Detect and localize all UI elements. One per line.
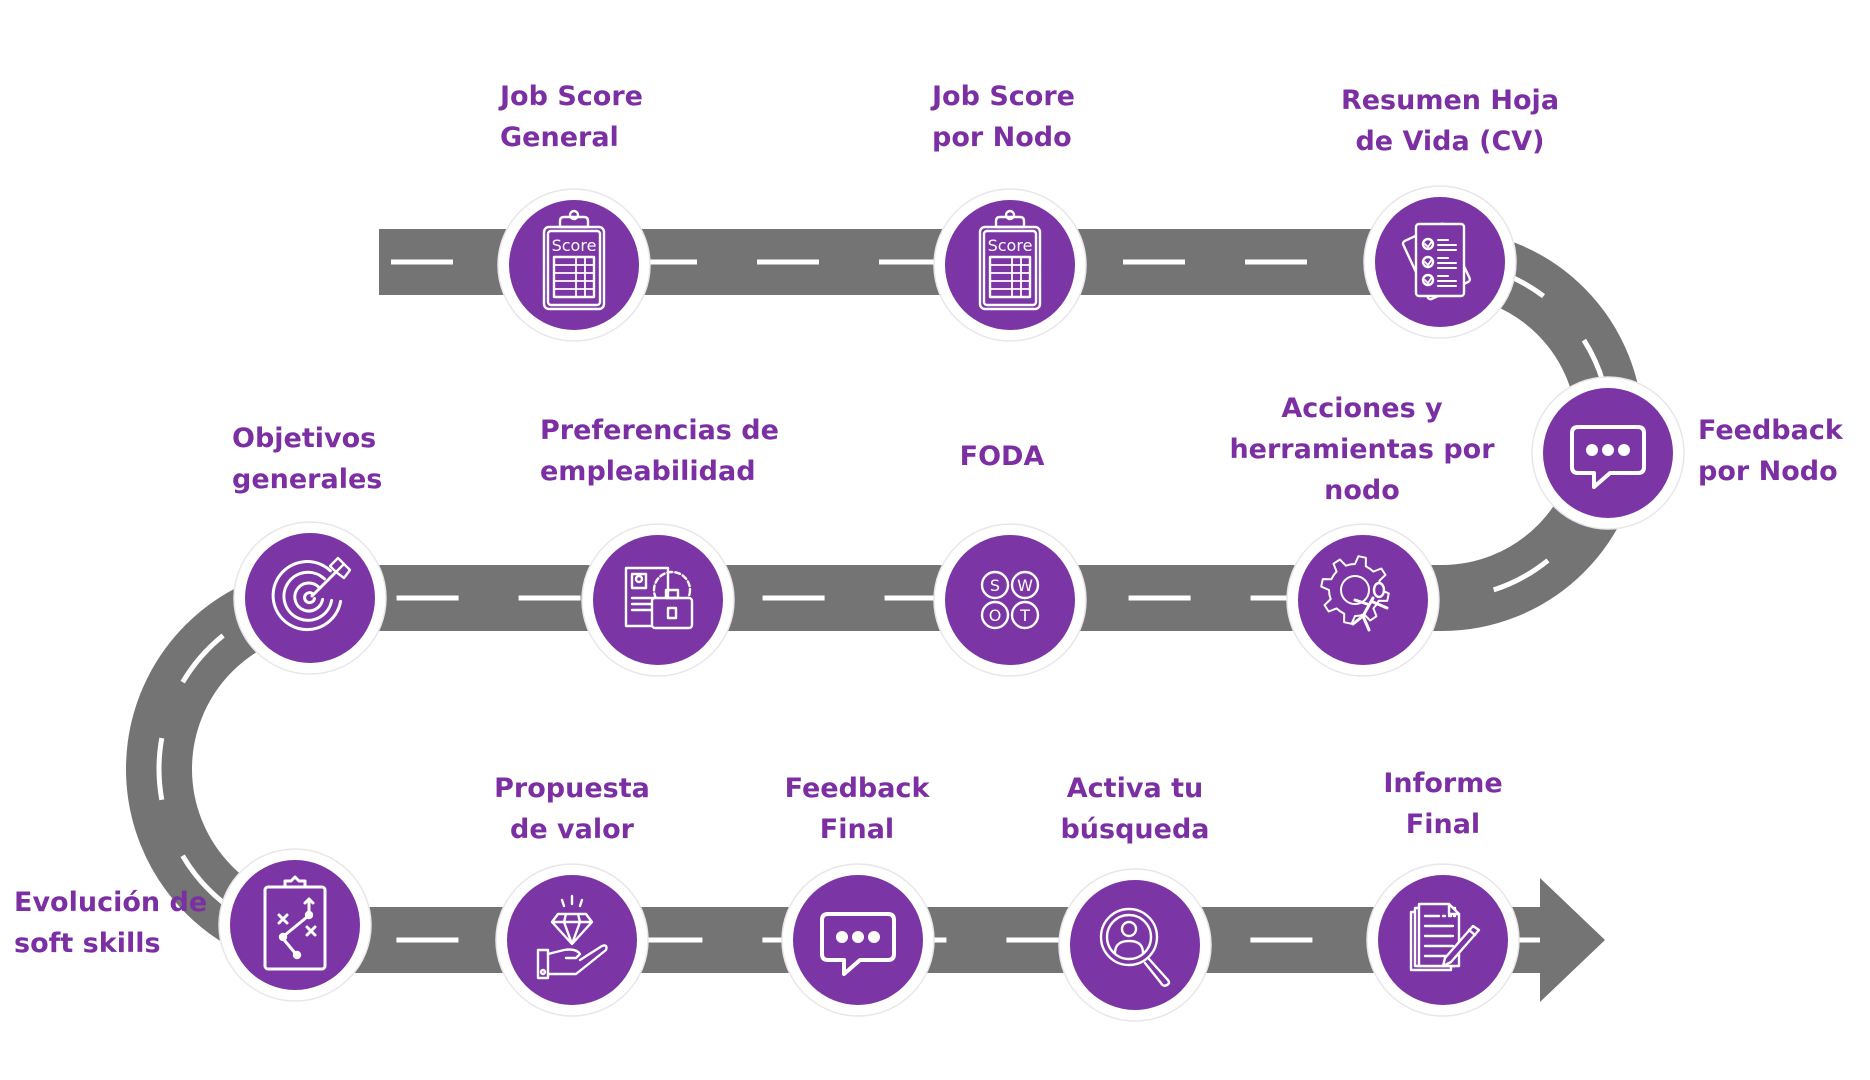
label-line: Job Score <box>500 81 643 112</box>
strategy-clipboard-icon <box>263 875 327 971</box>
swot-letter: T <box>1019 606 1030 625</box>
milestone-preferencias-empleabilidad <box>581 523 735 677</box>
label-line: Feedback <box>1698 415 1843 446</box>
label-line: soft skills <box>14 928 161 959</box>
milestone-feedback-final <box>781 863 935 1017</box>
milestone-objetivos-generales <box>233 521 387 675</box>
label-preferencias-empleabilidad: Preferencias de empleabilidad <box>540 410 779 492</box>
resume-briefcase-icon <box>624 566 694 630</box>
person-search-icon <box>1099 907 1171 987</box>
milestone-acciones-herramientas <box>1286 523 1440 677</box>
svg-text:Score: Score <box>988 236 1033 255</box>
checklist-document-icon <box>1401 222 1472 301</box>
milestone-resumen-cv <box>1363 185 1517 339</box>
milestone-activa-busqueda <box>1058 868 1212 1022</box>
label-line: Feedback <box>784 773 930 804</box>
label-line: herramientas por <box>1229 434 1495 465</box>
label-objetivos-generales: Objetivos generales <box>232 418 382 500</box>
swot-letter: O <box>989 606 1002 625</box>
label-feedback-por-nodo: Feedback por Nodo <box>1698 410 1843 492</box>
label-line: empleabilidad <box>540 456 756 487</box>
label-resumen-cv: Resumen Hoja de Vida (CV) <box>1341 80 1559 162</box>
label-foda: FODA <box>960 436 1045 477</box>
label-line: Resumen Hoja <box>1340 85 1560 116</box>
milestone-badge <box>945 535 1075 665</box>
label-acciones-herramientas: Acciones y herramientas por nodo <box>1229 388 1494 511</box>
score-clipboard-icon: Score <box>978 209 1042 311</box>
label-line: Objetivos <box>232 423 377 454</box>
label-line: Job Score <box>932 81 1075 112</box>
chat-bubble-icon <box>820 912 896 976</box>
score-clipboard-icon: Score <box>542 209 606 311</box>
svg-text:Score: Score <box>552 236 597 255</box>
label-line: Informe <box>1383 768 1503 799</box>
diamond-hand-icon <box>536 894 608 980</box>
label-evolucion-soft-skills: Evolución de soft skills <box>14 882 207 964</box>
label-propuesta-valor: Propuesta de valor <box>494 768 650 850</box>
label-line: de valor <box>510 814 634 845</box>
milestone-feedback-por-nodo <box>1531 376 1685 530</box>
label-line: Propuesta <box>494 773 650 804</box>
road-arrow-head <box>1540 878 1605 1002</box>
label-line: generales <box>232 464 383 495</box>
milestone-job-score-por-nodo: Score <box>933 188 1087 342</box>
label-line: búsqueda <box>1060 814 1210 845</box>
label-line: Evolución de <box>14 887 208 918</box>
label-line: Final <box>819 814 895 845</box>
road-start <box>379 229 383 295</box>
milestone-informe-final <box>1366 863 1520 1017</box>
label-line: FODA <box>959 441 1045 472</box>
label-activa-busqueda: Activa tu búsqueda <box>1060 768 1209 850</box>
label-line: Acciones y <box>1281 393 1443 424</box>
label-line: Activa tu <box>1066 773 1204 804</box>
target-arrow-icon <box>271 556 352 632</box>
milestone-badge <box>1298 535 1428 665</box>
chat-bubble-icon <box>1570 425 1646 489</box>
milestone-badge <box>245 533 375 663</box>
label-job-score-por-nodo: Job Score por Nodo <box>932 76 1075 158</box>
label-line: Final <box>1405 809 1481 840</box>
report-pen-icon <box>1409 902 1481 972</box>
gear-runner-icon <box>1320 555 1390 632</box>
label-line: por Nodo <box>932 122 1072 153</box>
milestone-job-score-general: Score <box>497 188 651 342</box>
label-line: nodo <box>1324 475 1400 506</box>
label-line: Preferencias de <box>540 415 779 446</box>
milestone-badge <box>1070 880 1200 1010</box>
label-line: de Vida (CV) <box>1355 126 1545 157</box>
label-line: General <box>500 122 619 153</box>
milestone-badge <box>507 875 637 1005</box>
swot-letter: S <box>990 576 1000 595</box>
swot-letter: W <box>1017 576 1033 595</box>
milestone-propuesta-valor <box>495 863 649 1017</box>
milestone-evolucion-soft-skills <box>218 848 372 1002</box>
label-line: por Nodo <box>1698 456 1838 487</box>
